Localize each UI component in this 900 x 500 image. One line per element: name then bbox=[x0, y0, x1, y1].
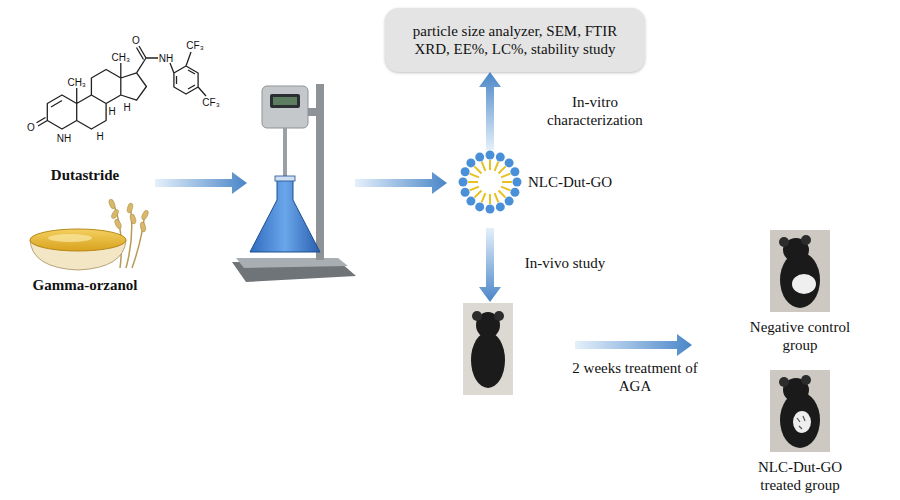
atom-label: CH₃ bbox=[67, 77, 86, 88]
rice-grain bbox=[114, 218, 123, 229]
flow-arrow bbox=[575, 334, 692, 356]
edge-label: In-vitro characterization bbox=[540, 93, 650, 129]
atom-label: H bbox=[108, 106, 115, 117]
lipid-head bbox=[461, 188, 470, 197]
lipid-head bbox=[475, 202, 484, 211]
lipid-head bbox=[466, 197, 475, 206]
oil-surface bbox=[30, 229, 126, 251]
mouse-ear bbox=[494, 311, 504, 321]
rice-grain bbox=[129, 214, 136, 225]
atom-label: O bbox=[132, 35, 140, 46]
atom-label: CF₃ bbox=[202, 97, 219, 108]
stirrer-base-top bbox=[236, 258, 348, 268]
mouse-ear bbox=[472, 311, 482, 321]
lipid-head bbox=[459, 178, 468, 187]
node-text: NLC-Dut-GO bbox=[528, 173, 612, 191]
rice-grain bbox=[140, 222, 147, 233]
node-text: Negative control group bbox=[740, 318, 860, 354]
rice-grain bbox=[108, 198, 116, 209]
rice-grains bbox=[108, 198, 149, 232]
lipid-head bbox=[496, 202, 505, 211]
flow-arrow bbox=[155, 172, 247, 194]
mouse-photo bbox=[770, 370, 830, 452]
lipid-head bbox=[510, 167, 519, 176]
rice-grain bbox=[141, 209, 150, 220]
lipid-head bbox=[513, 178, 522, 187]
flask-neck bbox=[275, 176, 295, 181]
atom-label: O bbox=[27, 122, 35, 133]
node-text: particle size analyzer, SEM, FTIR XRD, E… bbox=[397, 22, 633, 58]
flow-arrow bbox=[479, 228, 501, 302]
lipid-head bbox=[466, 158, 475, 167]
process-box: particle size analyzer, SEM, FTIR XRD, E… bbox=[385, 8, 645, 72]
lipid-head bbox=[505, 197, 514, 206]
atom-label: NH bbox=[57, 133, 71, 144]
illustration-caption: Gamma-orzanol bbox=[15, 276, 155, 298]
flow-arrow bbox=[355, 172, 447, 194]
node-text: Gamma-orzanol bbox=[15, 276, 155, 294]
rice-grain bbox=[110, 208, 119, 219]
shaved-patch bbox=[793, 411, 811, 433]
lipid-head bbox=[510, 188, 519, 197]
mouse-body bbox=[471, 332, 505, 388]
group-caption: Negative control group bbox=[740, 318, 860, 358]
mouse-photo bbox=[463, 303, 513, 395]
display-glow bbox=[273, 97, 297, 105]
flask bbox=[250, 180, 320, 252]
stirrer-motor bbox=[262, 86, 308, 128]
mouse-ear bbox=[801, 235, 811, 245]
atom-label: CH₃ bbox=[112, 52, 131, 63]
lipid-heads bbox=[459, 151, 522, 214]
rice-grain bbox=[126, 203, 133, 214]
nanoparticle-node: NLC-Dut-GO bbox=[458, 150, 628, 214]
lipid-tails bbox=[468, 160, 512, 204]
mouse-photo bbox=[770, 230, 830, 312]
step-label: 2 weeks treatment of AGA bbox=[570, 359, 700, 395]
node-text: Dutastride bbox=[25, 166, 145, 184]
lipid-head bbox=[486, 151, 495, 160]
lipid-head bbox=[486, 205, 495, 214]
oil-highlight bbox=[48, 234, 92, 242]
atom-label: CF₃ bbox=[186, 40, 203, 51]
regrown-hair bbox=[797, 416, 805, 429]
atom-label: H bbox=[123, 102, 130, 113]
group-caption: NLC-Dut-GO treated group bbox=[740, 458, 860, 498]
atom-label: H bbox=[96, 131, 103, 142]
atom-label: NH bbox=[159, 53, 173, 64]
step-label: In-vivo study bbox=[510, 254, 620, 272]
mouse-ear bbox=[779, 237, 789, 247]
stirrer-display bbox=[270, 94, 300, 108]
shaved-patch bbox=[792, 274, 816, 294]
lipid-head bbox=[475, 153, 484, 162]
mouse-ear bbox=[801, 375, 811, 385]
flow-arrow bbox=[479, 72, 501, 150]
chemical-structure bbox=[37, 46, 207, 129]
illustration-caption: Dutastride bbox=[25, 166, 145, 188]
lipid-head bbox=[496, 153, 505, 162]
mouse-ear bbox=[779, 377, 789, 387]
node-text: NLC-Dut-GO treated group bbox=[740, 458, 860, 494]
lipid-head bbox=[461, 167, 470, 176]
lipid-head bbox=[505, 158, 514, 167]
